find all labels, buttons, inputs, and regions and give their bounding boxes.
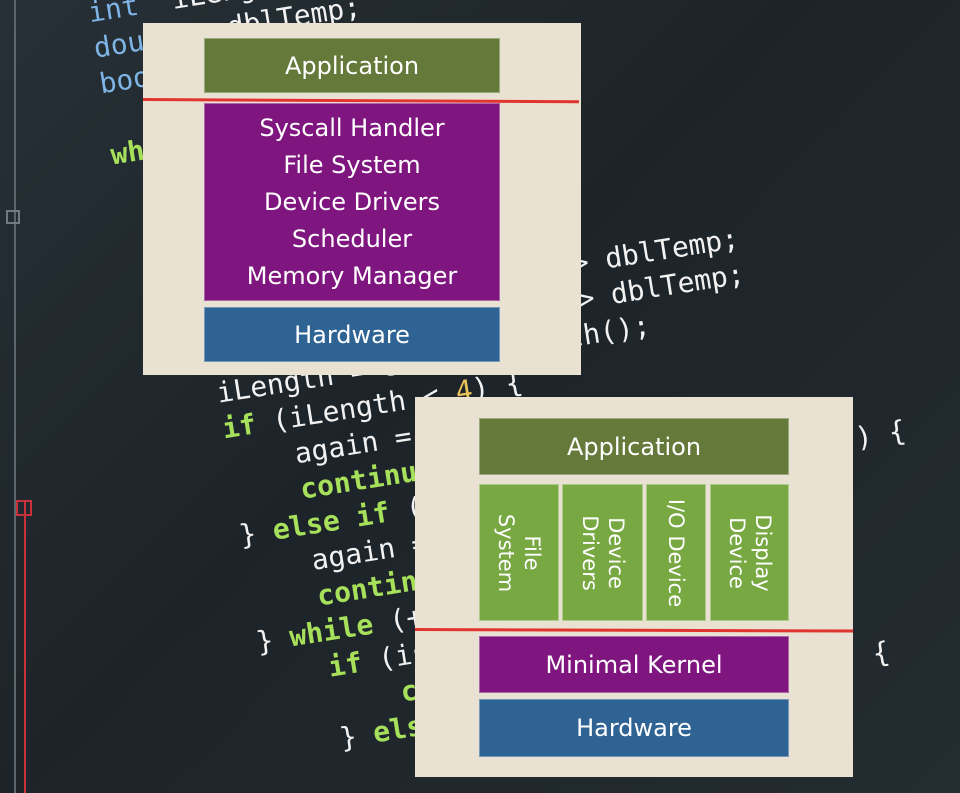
kernel-item-file-system: File System <box>283 150 421 179</box>
kernel-layer: Syscall Handler File System Device Drive… <box>204 103 500 301</box>
application-layer: Application <box>204 38 500 93</box>
service-device-drivers: Device Drivers <box>562 484 643 621</box>
service-device-drivers-label: Device Drivers <box>577 514 628 591</box>
kernel-item-scheduler: Scheduler <box>291 224 413 253</box>
code-token <box>103 103 108 136</box>
service-display-device: Display Device <box>710 484 789 621</box>
application-layer: Application <box>479 418 789 475</box>
editor-gutter-line <box>14 0 16 793</box>
hardware-layer: Hardware <box>479 699 789 757</box>
monolithic-kernel-diagram: Application Syscall Handler File System … <box>143 23 581 375</box>
fold-toggle-icon-active[interactable] <box>16 500 32 516</box>
service-file-system-label: File System <box>494 513 544 592</box>
minimal-kernel-label: Minimal Kernel <box>545 650 723 679</box>
service-display-device-label: Display Device <box>724 513 775 592</box>
hardware-label: Hardware <box>294 320 410 349</box>
minimal-kernel-layer: Minimal Kernel <box>479 636 789 693</box>
service-io-device-label: I/O Device <box>664 498 688 607</box>
application-label: Application <box>566 432 702 461</box>
hardware-label: Hardware <box>576 714 692 742</box>
fold-toggle-icon[interactable] <box>6 210 20 224</box>
microkernel-diagram: Application File System Device Drivers I… <box>415 397 853 777</box>
kernel-item-memory-manager: Memory Manager <box>246 261 458 290</box>
service-file-system: File System <box>479 484 559 621</box>
application-label: Application <box>284 51 420 80</box>
hardware-layer: Hardware <box>204 307 500 362</box>
service-io-device: I/O Device <box>646 484 706 621</box>
kernel-item-device-drivers: Device Drivers <box>263 187 441 216</box>
kernel-item-syscall-handler: Syscall Handler <box>259 113 445 142</box>
editor-gutter-highlight <box>24 500 26 793</box>
